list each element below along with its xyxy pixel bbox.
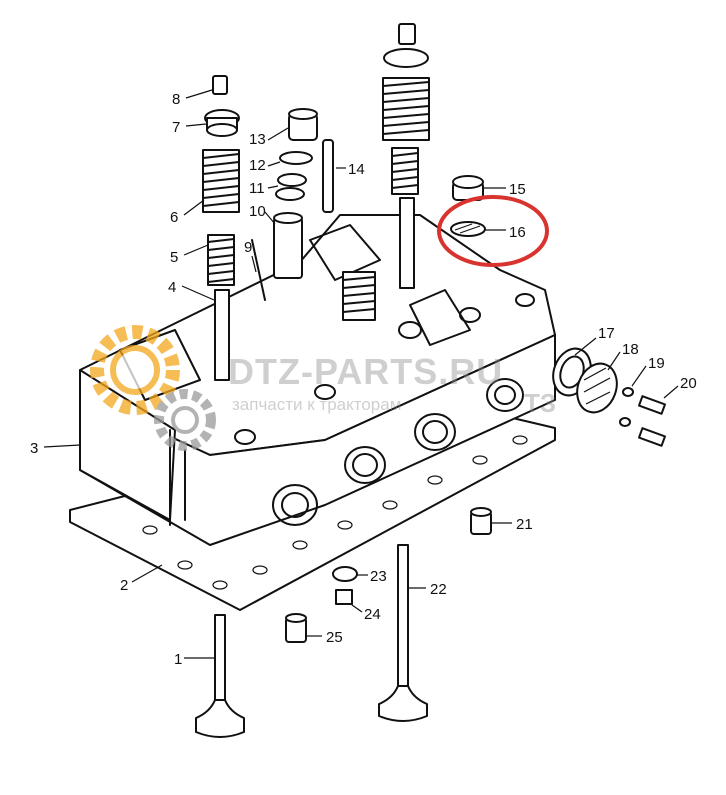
callout-labels: 8 7 6 5 4 9 10 11 12 13 14 15 16 17 18 1… <box>30 91 697 668</box>
callout-5: 5 <box>170 249 178 266</box>
center-components <box>251 108 334 301</box>
callout-16: 16 <box>509 224 526 241</box>
loose-parts <box>285 507 492 643</box>
callout-13: 13 <box>249 131 266 148</box>
callout-9: 9 <box>244 239 252 256</box>
gear-logo-icon <box>90 325 216 451</box>
callout-11: 11 <box>249 180 265 197</box>
callout-2: 2 <box>120 577 128 594</box>
watermark: DTZ-PARTS.RU запчасти к тракторам ТЗ <box>90 325 556 451</box>
callout-14: 14 <box>348 161 365 178</box>
callout-4: 4 <box>168 279 176 296</box>
callout-3: 3 <box>30 440 38 457</box>
callout-19: 19 <box>648 355 665 372</box>
callout-23: 23 <box>370 568 387 585</box>
callout-17: 17 <box>598 325 615 342</box>
left-valve-stack <box>202 75 240 381</box>
watermark-brand-mark: ТЗ <box>524 388 556 418</box>
watermark-tagline: запчасти к тракторам <box>232 395 401 414</box>
valve-part-1 <box>195 614 245 738</box>
callout-25: 25 <box>326 629 343 646</box>
callout-18: 18 <box>622 341 639 358</box>
valve-part-22 <box>378 544 428 722</box>
callout-10: 10 <box>249 203 266 220</box>
center-valve-stack <box>342 23 430 321</box>
seal-disc-part-16 <box>450 221 486 237</box>
callout-20: 20 <box>680 375 697 392</box>
callout-1: 1 <box>174 651 182 668</box>
callout-22: 22 <box>430 581 447 598</box>
callout-6: 6 <box>170 209 178 226</box>
side-cover-parts <box>552 347 666 447</box>
callout-12: 12 <box>249 157 266 174</box>
callout-7: 7 <box>172 119 180 136</box>
callout-15: 15 <box>509 181 526 198</box>
callout-24: 24 <box>364 606 381 623</box>
leader-lines <box>43 89 679 659</box>
highlight-ring <box>437 195 549 267</box>
callout-8: 8 <box>172 91 180 108</box>
watermark-site: DTZ-PARTS.RU <box>228 351 503 392</box>
plug-and-seal <box>450 175 486 237</box>
callout-21: 21 <box>516 516 533 533</box>
